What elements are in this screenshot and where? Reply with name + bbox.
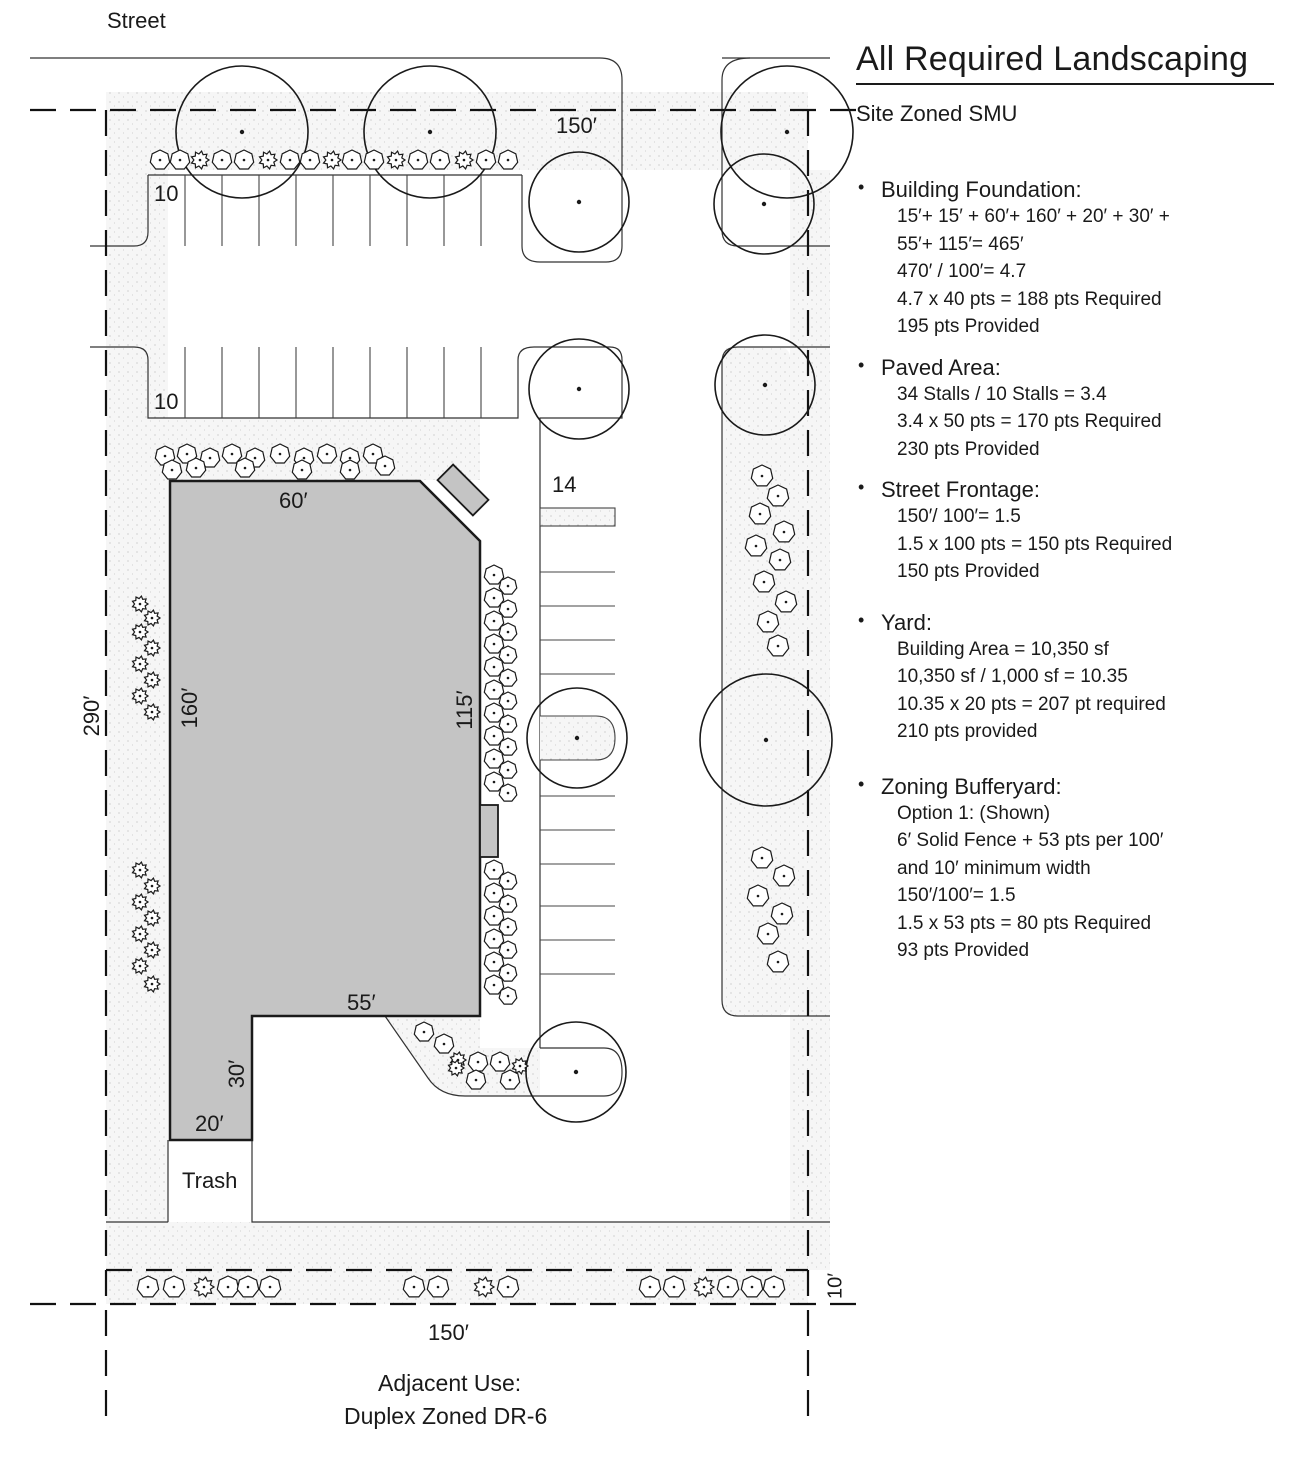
requirement-line: 55′+ 115′= 465′	[897, 233, 1024, 255]
street-label: Street	[107, 8, 166, 33]
requirement-heading: Building Foundation:	[856, 177, 1286, 203]
east-island	[722, 347, 790, 1015]
requirement-line: Building Area = 10,350 sf	[897, 638, 1109, 660]
requirement-heading: Street Frontage:	[856, 477, 1286, 503]
requirement-section: Paved Area:34 Stalls / 10 Stalls = 3.4 3.…	[856, 355, 1286, 464]
stall-count-row-2: 10	[154, 389, 179, 414]
requirement-line: 150′/100′= 1.5	[897, 885, 1016, 906]
building-entry-canopy	[436, 463, 490, 517]
parking-stalls-row-2	[184, 347, 482, 418]
requirement-line: Option 1: (Shown)	[897, 802, 1051, 824]
requirement-line: 150 pts Provided	[897, 561, 1040, 582]
requirement-heading: Paved Area:	[856, 355, 1286, 381]
stall-count-east: 14	[552, 472, 577, 497]
building-dim-30: 30′	[224, 1059, 249, 1089]
tree-canopy	[528, 338, 630, 440]
tree-canopy	[713, 153, 815, 255]
requirement-line: 6′ Solid Fence + 53 pts per 100′	[897, 830, 1164, 851]
site-zoning: Site Zoned SMU	[856, 101, 1018, 126]
requirement-line: 15′+ 15′ + 60′+ 160′ + 20′ + 30′ +	[897, 206, 1170, 227]
stall-count-row-1: 10	[154, 181, 179, 206]
building-dim-115: 115′	[452, 690, 477, 730]
trees	[175, 65, 854, 1123]
site-dim-290: 290′	[79, 695, 104, 737]
building-dim-60: 60′	[279, 488, 308, 513]
tree-canopy	[720, 65, 854, 199]
requirement-line: 1.5 x 100 pts = 150 pts Required	[897, 533, 1173, 555]
adjacent-use-value: Duplex Zoned DR-6	[344, 1403, 548, 1429]
requirement-line: 210 pts provided	[897, 721, 1038, 742]
tree-canopy	[175, 65, 309, 199]
requirement-line: 1.5 x 53 pts = 80 pts Required	[897, 912, 1152, 934]
requirement-section: Yard:Building Area = 10,350 sf 10,350 sf …	[856, 610, 1286, 746]
requirement-line: 230 pts Provided	[897, 438, 1040, 460]
dim-top-frontage: 150′	[556, 113, 597, 138]
dim-rear-frontage: 150′	[428, 1320, 469, 1345]
building-footprint	[168, 479, 482, 1142]
east-side-strip	[790, 170, 830, 1270]
street-lines	[30, 57, 830, 1223]
requirement-line: and 10′ minimum width	[897, 857, 1091, 879]
panel-title: All Required Landscaping	[856, 40, 1274, 85]
tree-canopy	[528, 151, 630, 253]
west-side-yard	[106, 170, 168, 1270]
building-side-bump	[479, 804, 499, 858]
tree-canopy	[714, 334, 816, 436]
requirement-section: Zoning Bufferyard:Option 1: (Shown) 6′ So…	[856, 774, 1286, 965]
requirement-section: Street Frontage: 150′/ 100′= 1.5 1.5 x 100…	[856, 477, 1286, 586]
rear-yard	[106, 1222, 830, 1270]
tree-canopy	[363, 65, 497, 199]
building-dim-20: 20′	[195, 1111, 224, 1136]
requirement-line: 10,350 sf / 1,000 sf = 10.35	[897, 666, 1128, 687]
shrubs	[131, 149, 798, 1298]
requirement-heading: Yard:	[856, 610, 1286, 636]
requirement-heading: Zoning Bufferyard:	[856, 774, 1286, 800]
requirement-line: 195 pts Provided	[897, 316, 1040, 337]
requirement-line: 10.35 x 20 pts = 207 pt required	[897, 693, 1166, 715]
parking-stalls-row-1	[184, 175, 482, 246]
parking-stalls-east	[539, 507, 616, 975]
requirement-line: 34 Stalls / 10 Stalls = 3.4	[897, 383, 1107, 405]
requirements-list: Building Foundation: 15′+ 15′ + 60′+ 160′…	[856, 177, 1286, 965]
tree-canopy	[699, 673, 833, 807]
requirement-line: 470′ / 100′= 4.7	[897, 261, 1027, 282]
requirement-line: 4.7 x 40 pts = 188 pts Required	[897, 288, 1162, 310]
tree-canopy	[525, 1021, 627, 1123]
building-dim-55: 55′	[347, 990, 376, 1015]
requirement-line: 93 pts Provided	[897, 940, 1030, 961]
buffer-width-dim: 10′	[824, 1273, 847, 1299]
requirement-line: 150′/ 100′= 1.5	[897, 506, 1021, 527]
tree-canopy	[526, 687, 628, 789]
property-lines	[30, 108, 856, 1420]
requirement-section: Building Foundation: 15′+ 15′ + 60′+ 160′…	[856, 177, 1286, 341]
trash-label: Trash	[182, 1168, 238, 1193]
building-dim-160: 160′	[177, 687, 202, 729]
adjacent-use-label: Adjacent Use:	[378, 1370, 522, 1396]
requirement-line: 3.4 x 50 pts = 170 pts Required	[897, 411, 1162, 432]
landscaping-requirements-panel: All Required Landscaping Site Zoned SMU …	[856, 40, 1286, 965]
